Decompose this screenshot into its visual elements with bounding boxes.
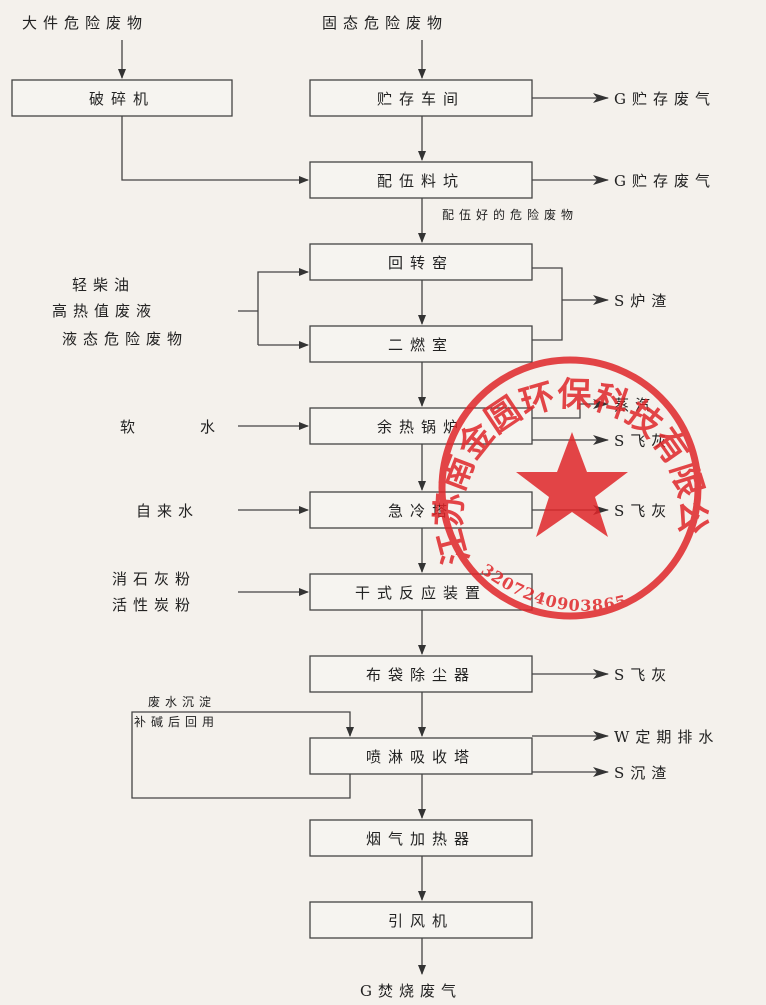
input-soft-water: 软 xyxy=(120,418,141,436)
input-fuel-2: 高热值废液 xyxy=(52,302,157,320)
input-soft-water-2: 水 xyxy=(200,418,221,436)
label-kiln: 回转窑 xyxy=(388,254,454,272)
label-scrubber: 喷淋吸收塔 xyxy=(366,748,476,766)
arrow-crusher-to-blending xyxy=(121,116,309,184)
output-gas-1: G贮存废气 xyxy=(614,90,716,108)
line-slag-collect xyxy=(532,267,563,341)
box-blending xyxy=(309,161,533,199)
output-ash-2: S飞灰 xyxy=(614,502,672,520)
label-secondary: 二燃室 xyxy=(388,336,454,354)
input-solid-waste: 固态危险废物 xyxy=(322,14,448,32)
output-drain: W定期排水 xyxy=(614,728,719,746)
output-ash-3: S飞灰 xyxy=(614,666,672,684)
input-large-waste: 大件危险废物 xyxy=(22,14,148,32)
box-heater xyxy=(309,819,533,857)
label-dry-reactor: 干式反应装置 xyxy=(355,584,487,602)
output-sediment: S沉渣 xyxy=(614,764,672,782)
label-bag-filter: 布袋除尘器 xyxy=(366,666,476,684)
arrow-recycle-loop xyxy=(131,711,354,799)
box-boiler xyxy=(309,407,533,445)
note-blended: 配伍好的危险废物 xyxy=(442,207,578,222)
arrow-steam xyxy=(532,399,609,419)
output-gas-2: G贮存废气 xyxy=(614,172,716,190)
label-boiler: 余热锅炉 xyxy=(377,418,465,436)
input-reagent-2: 活性炭粉 xyxy=(112,596,196,614)
label-crusher: 破碎机 xyxy=(89,90,155,108)
label-quench: 急冷塔 xyxy=(388,502,454,520)
output-steam: 蒸汽 xyxy=(614,396,656,414)
output-slag: S炉渣 xyxy=(614,292,672,310)
box-kiln xyxy=(309,243,533,281)
label-storage: 贮存车间 xyxy=(377,90,465,108)
output-ash-1: S飞灰 xyxy=(614,432,672,450)
input-fuel-3: 液态危险废物 xyxy=(62,330,188,348)
note-recycle-2: 补碱后回用 xyxy=(134,715,219,729)
box-secondary xyxy=(309,325,533,363)
label-fan: 引风机 xyxy=(388,912,454,930)
box-storage xyxy=(309,79,533,117)
arrow-fuel-to-kiln xyxy=(257,268,309,345)
box-fan xyxy=(309,901,533,939)
box-scrubber xyxy=(309,737,533,775)
input-fuel-1: 轻柴油 xyxy=(72,276,135,294)
seal-star-icon xyxy=(516,432,628,537)
input-tap-water: 自来水 xyxy=(136,502,199,520)
output-final: G焚烧废气 xyxy=(360,982,462,1000)
input-reagent-1: 消石灰粉 xyxy=(112,570,196,588)
label-blending: 配伍料坑 xyxy=(377,172,465,190)
box-crusher xyxy=(11,79,233,117)
note-recycle-1: 废水沉淀 xyxy=(148,694,216,709)
label-heater: 烟气加热器 xyxy=(366,830,476,848)
